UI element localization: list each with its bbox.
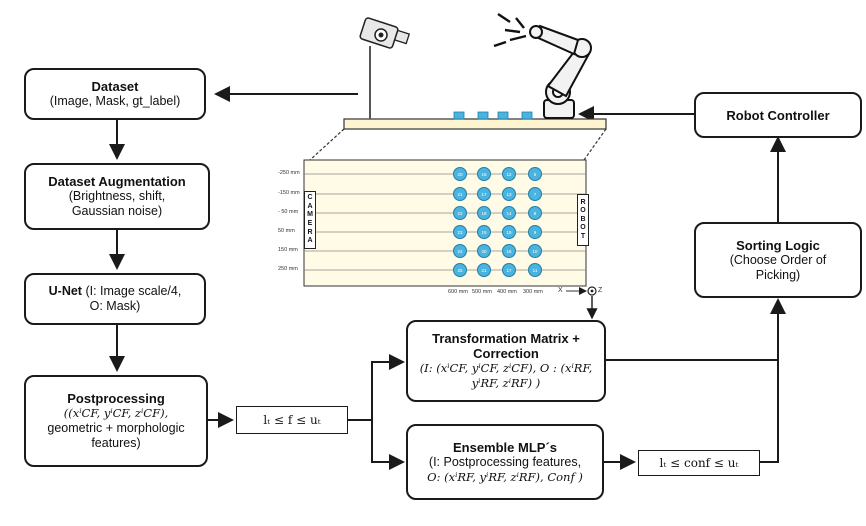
robot-letter: O <box>580 224 586 232</box>
table-object-marker: 7 <box>528 187 542 201</box>
table-object-marker: 12 <box>502 167 516 181</box>
ensemble-box: Ensemble MLP´s (I: Postprocessing featur… <box>406 424 604 500</box>
sorting-title: Sorting Logic <box>736 237 820 253</box>
augmentation-line2: Gaussian noise) <box>71 204 163 218</box>
table-x-label: 400 mm <box>497 289 517 295</box>
table-x-label: 300 mm <box>523 289 543 295</box>
postprocessing-line1: ((xⁱCF, yⁱCF, zⁱCF), <box>63 406 169 420</box>
transformation-line2: yⁱRF, zⁱRF) ) <box>471 376 541 390</box>
table-object-marker: 21 <box>477 263 491 277</box>
table-x-label: 500 mm <box>472 289 492 295</box>
table-y-label: 150 mm <box>278 247 298 253</box>
unet-line2: O: Mask) <box>89 299 141 313</box>
table-object-marker: 19 <box>477 225 491 239</box>
table-x-label: 600 mm <box>448 289 468 295</box>
proj-line-left <box>309 128 345 161</box>
postprocessing-title: Postprocessing <box>67 391 165 406</box>
camera-letter: C <box>307 194 313 202</box>
augmentation-line1: (Brightness, shift, <box>68 189 166 203</box>
robot-controller-box: Robot Controller <box>694 92 862 138</box>
augmentation-title: Dataset Augmentation <box>48 174 186 189</box>
ensemble-title: Ensemble MLP´s <box>452 439 558 455</box>
sorting-logic-box: Sorting Logic (Choose Order of Picking) <box>694 222 862 298</box>
table-y-label: - 50 mm <box>278 209 299 215</box>
ensemble-line1: (I: Postprocessing features, <box>428 454 582 469</box>
postprocessing-line3: features) <box>91 436 141 450</box>
table-y-label: 250 mm <box>278 266 298 272</box>
arrow-ineq-ensemble <box>371 420 405 470</box>
robot-letter: R <box>580 198 586 206</box>
dataset-title: Dataset <box>91 79 139 94</box>
table-object-marker: 17 <box>502 263 516 277</box>
object-4 <box>521 111 533 120</box>
unet-box: U-Net (I: Image scale/4, O: Mask) <box>24 273 206 325</box>
table-object-marker: 15 <box>502 225 516 239</box>
camera-letter: M <box>307 211 313 219</box>
ensemble-line2: O: (xⁱRF, yⁱRF, zⁱRF), Conf ) <box>427 469 583 484</box>
dataset-box: Dataset (Image, Mask, gt_label) <box>24 68 206 120</box>
table-object-marker: 16 <box>477 167 491 181</box>
table-y-label: -150 mm <box>278 190 300 196</box>
arrow-conf-sorting <box>760 298 786 463</box>
table-object-marker: 9 <box>528 225 542 239</box>
object-1 <box>453 111 465 120</box>
camera-letter: A <box>307 237 313 245</box>
table-object-marker: 11 <box>528 263 542 277</box>
table-top-view <box>303 159 587 287</box>
table-object-marker: 21 <box>453 187 467 201</box>
robot-letter: T <box>580 232 586 240</box>
sorting-line1: (Choose Order of <box>729 252 827 267</box>
postprocessing-line2: geometric + morphologic <box>47 421 185 435</box>
table-object-marker: 17 <box>477 187 491 201</box>
camera-letter: E <box>307 220 313 227</box>
table-object-marker: 18 <box>477 206 491 220</box>
table-object-marker: 25 <box>453 263 467 277</box>
transformation-box: Transformation Matrix + Correction (I: (… <box>406 320 606 402</box>
camera-letter: A <box>307 202 313 210</box>
robot-arm-icon <box>493 13 592 119</box>
table-object-marker: 6 <box>528 167 542 181</box>
dataset-sub: (Image, Mask, gt_label) <box>49 94 181 108</box>
table-object-marker: 23 <box>453 225 467 239</box>
feature-filter-box: lₜ ≤ f ≤ uₜ <box>236 406 348 434</box>
sorting-line2: Picking) <box>755 267 801 282</box>
transformation-title2: Correction <box>473 346 539 361</box>
proj-line-right <box>583 128 607 161</box>
object-3 <box>497 111 509 120</box>
transformation-line1: (I: (xⁱCF, yⁱCF, zⁱCF), O : (xⁱRF, <box>419 361 593 375</box>
table-object-marker: 24 <box>453 244 467 258</box>
confidence-filter-box: lₜ ≤ conf ≤ uₜ <box>638 450 760 476</box>
axis-z-label: Z <box>598 287 603 294</box>
table-object-marker: 20 <box>453 167 467 181</box>
unet-title: U-Net <box>48 284 82 298</box>
postprocessing-box: Postprocessing ((xⁱCF, yⁱCF, zⁱCF), geom… <box>24 375 208 467</box>
table-y-label: 50 mm <box>278 228 295 234</box>
platform <box>343 118 607 130</box>
table-object-marker: 20 <box>477 244 491 258</box>
transformation-title1: Transformation Matrix + <box>432 331 580 346</box>
axis-x-label: X <box>558 287 563 294</box>
table-object-marker: 13 <box>502 187 516 201</box>
table-object-marker: 14 <box>502 206 516 220</box>
robot-controller-title: Robot Controller <box>726 107 830 123</box>
camera-letter: R <box>307 228 313 236</box>
table-object-marker: 16 <box>502 244 516 258</box>
feature-filter-text: lₜ ≤ f ≤ uₜ <box>263 413 321 427</box>
robot-letter: B <box>580 215 586 223</box>
table-object-marker: 10 <box>528 244 542 258</box>
table-object-marker: 22 <box>453 206 467 220</box>
table-object-marker: 8 <box>528 206 542 220</box>
object-2 <box>477 111 489 120</box>
table-y-label: -250 mm <box>278 170 300 176</box>
confidence-filter-text: lₜ ≤ conf ≤ uₜ <box>659 456 739 470</box>
arrow-ineq-transformation <box>348 354 405 421</box>
robot-letter: O <box>580 207 586 215</box>
camera-icon <box>359 17 411 119</box>
augmentation-box: Dataset Augmentation (Brightness, shift,… <box>24 163 210 230</box>
unet-line1: (I: Image scale/4, <box>81 284 182 298</box>
